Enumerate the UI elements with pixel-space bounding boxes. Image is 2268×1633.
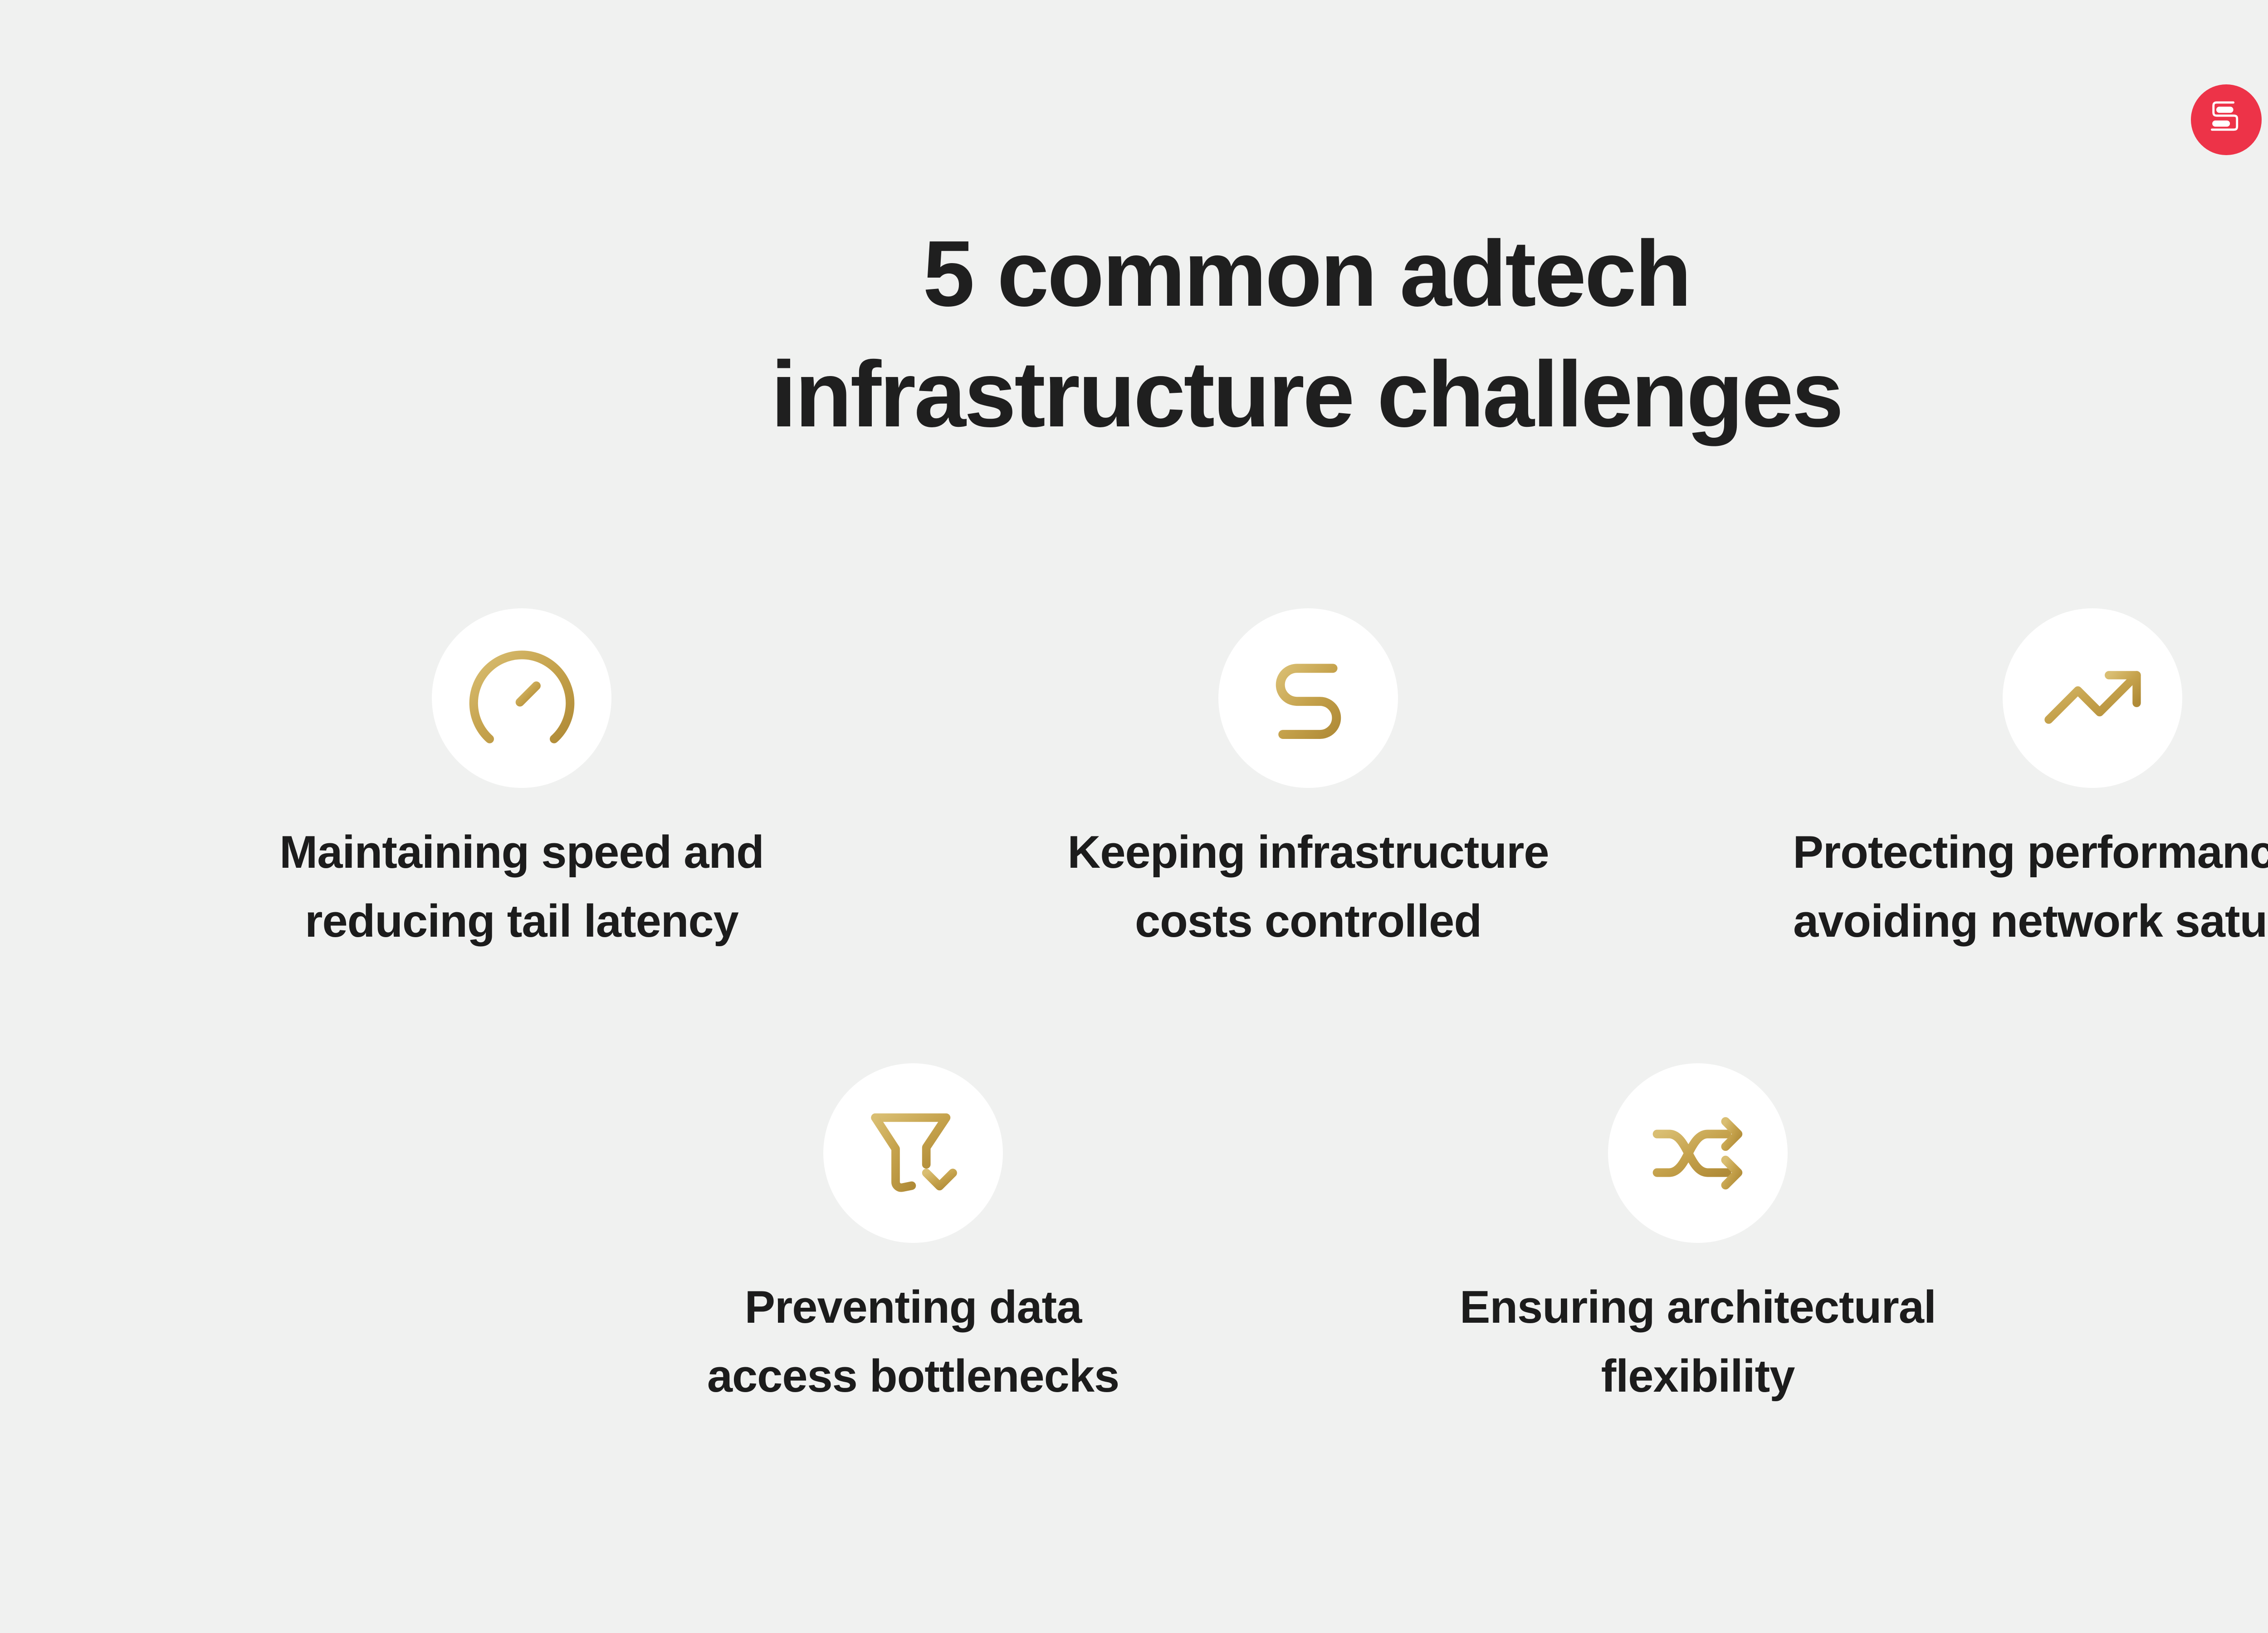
icon-circle bbox=[432, 608, 611, 788]
label-line: access bottlenecks bbox=[707, 1351, 1119, 1402]
label-line: avoiding network saturation bbox=[1793, 896, 2268, 947]
challenge-item-speed: Maintaining speed and reducing tail late… bbox=[113, 608, 930, 956]
brand-logo: servers.com bbox=[2190, 84, 2268, 155]
challenge-label: Keeping infrastructure costs controlled bbox=[1067, 818, 1549, 956]
shuffle-icon bbox=[1652, 1117, 1742, 1189]
title-line-1: 5 common adtech bbox=[923, 221, 1691, 326]
icon-circle bbox=[1608, 1063, 1788, 1243]
page-title: 5 common adtech infrastructure challenge… bbox=[0, 213, 2268, 455]
title-line-2: infrastructure challenges bbox=[771, 342, 1843, 446]
challenge-item-flexibility: Ensuring architectural flexibility bbox=[1290, 1063, 2106, 1411]
label-line: reducing tail latency bbox=[305, 896, 739, 947]
challenge-item-bottlenecks: Preventing data access bottlenecks bbox=[505, 1063, 1321, 1411]
challenge-label: Preventing data access bottlenecks bbox=[707, 1273, 1119, 1411]
challenge-label: Ensuring architectural flexibility bbox=[1460, 1273, 1936, 1411]
gauge-icon bbox=[469, 650, 574, 743]
label-line: Ensuring architectural bbox=[1460, 1282, 1936, 1333]
label-line: Maintaining speed and bbox=[279, 827, 764, 878]
servers-logo-icon bbox=[2190, 84, 2262, 155]
label-line: costs controlled bbox=[1134, 896, 1482, 947]
challenge-label: Maintaining speed and reducing tail late… bbox=[279, 818, 764, 956]
icon-circle bbox=[823, 1063, 1003, 1243]
challenge-label: Protecting performance and avoiding netw… bbox=[1793, 818, 2268, 956]
icon-circle bbox=[2003, 608, 2182, 788]
label-line: flexibility bbox=[1601, 1351, 1795, 1402]
label-line: Preventing data bbox=[744, 1282, 1082, 1333]
challenge-item-costs: Keeping infrastructure costs controlled bbox=[900, 608, 1716, 956]
challenge-item-network: Protecting performance and avoiding netw… bbox=[1684, 608, 2268, 956]
funnel-arrow-down-icon bbox=[871, 1113, 957, 1192]
label-line: Protecting performance and bbox=[1793, 827, 2268, 878]
dollar-sign-icon bbox=[1276, 646, 1341, 750]
icon-circle bbox=[1218, 608, 1398, 788]
label-line: Keeping infrastructure bbox=[1067, 827, 1549, 878]
trending-up-icon bbox=[2044, 670, 2141, 724]
